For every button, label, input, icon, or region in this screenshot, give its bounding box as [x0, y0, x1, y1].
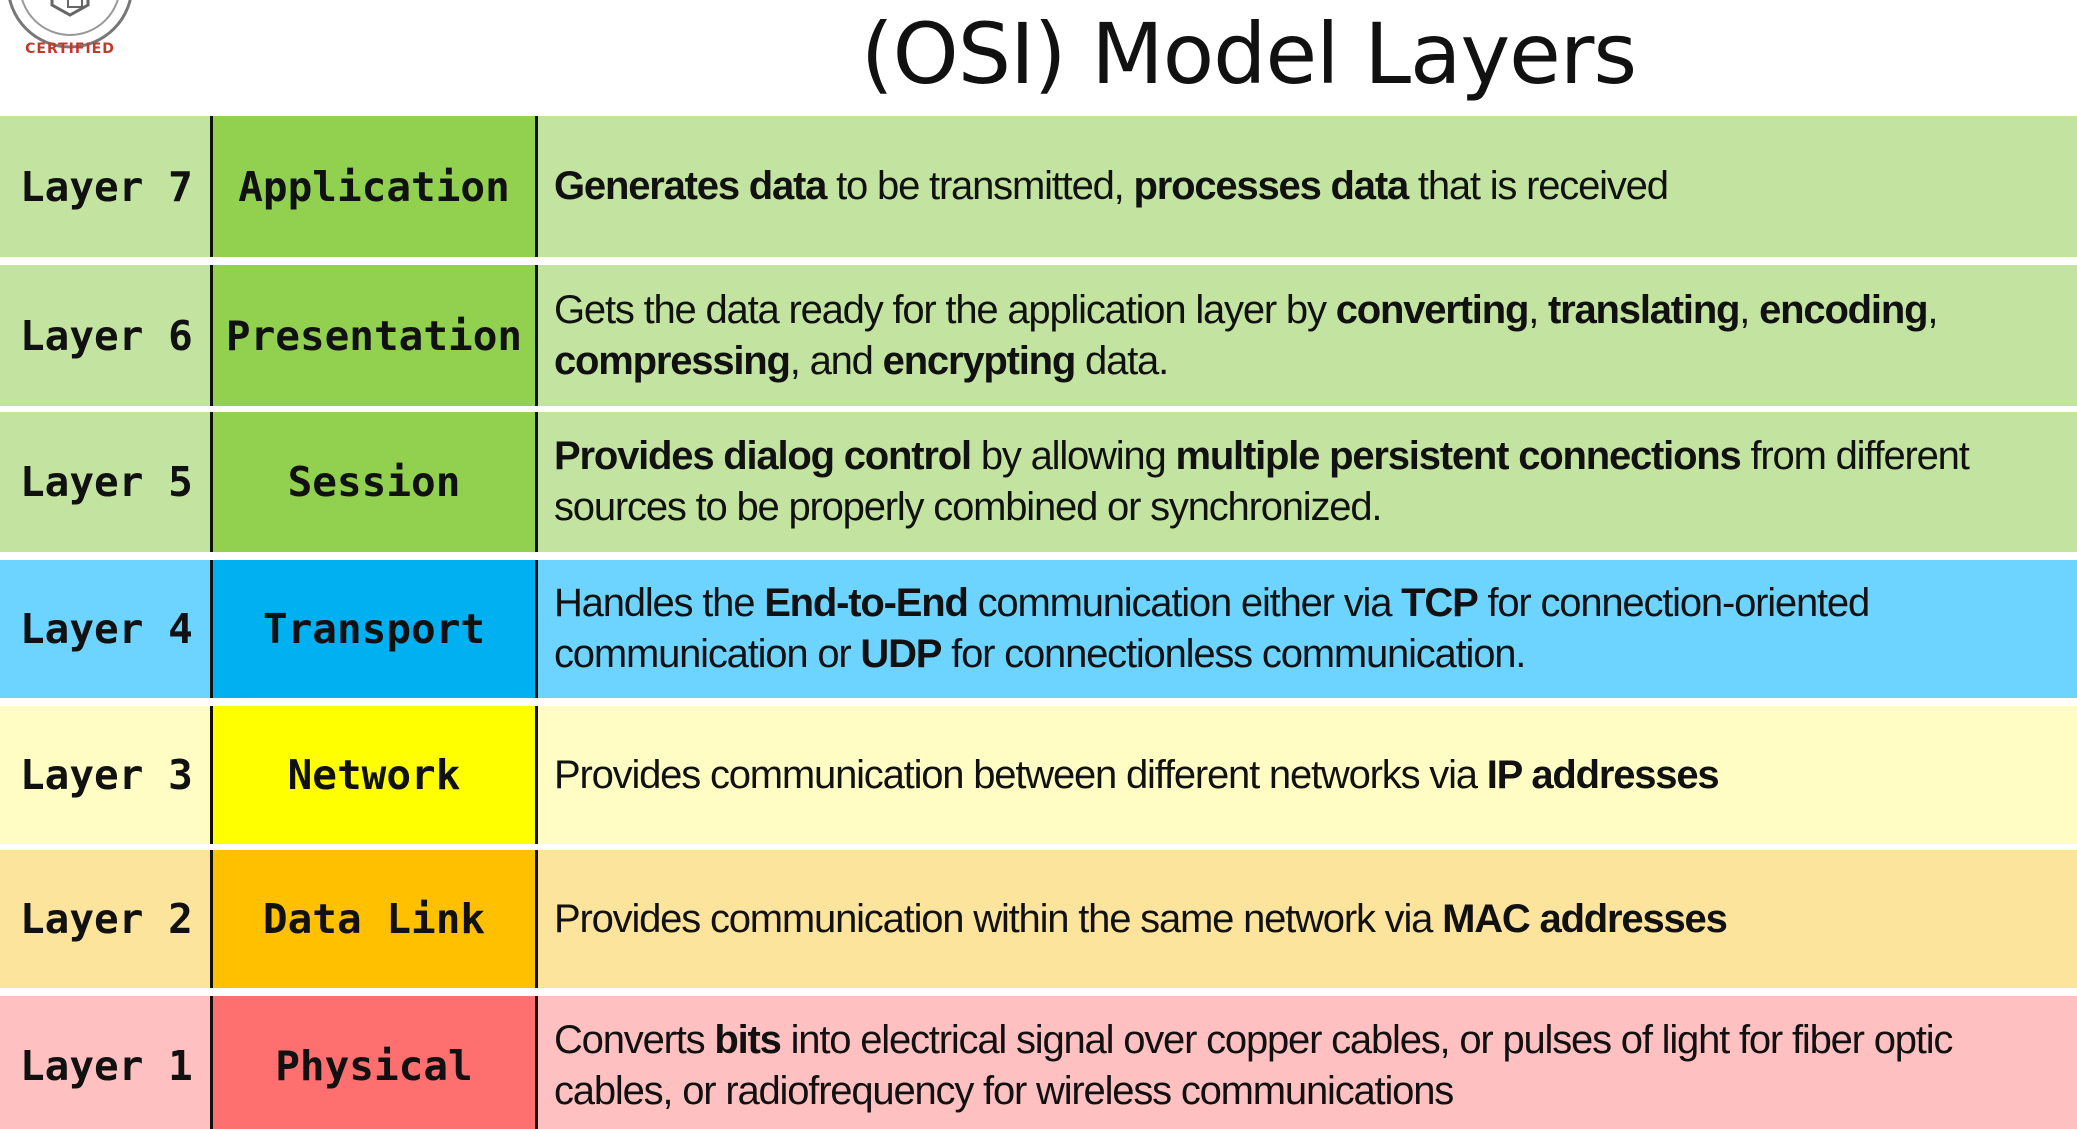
layer-description-text: Gets the data ready for the application …: [554, 285, 2067, 387]
layer-name: Presentation: [213, 265, 535, 406]
certified-seal-icon: CERTIFIED: [8, 0, 132, 57]
description-emphasis: TCP: [1401, 581, 1479, 625]
layer-number: Layer 1: [0, 996, 210, 1129]
description-emphasis: MAC addresses: [1442, 896, 1728, 941]
layer-name: Physical: [213, 996, 535, 1129]
column-divider: [535, 412, 538, 552]
page-title: (OSI) Model Layers: [860, 5, 1637, 103]
description-emphasis: translating: [1548, 287, 1740, 332]
layer-number: Layer 4: [0, 560, 210, 698]
layer-number: Layer 5: [0, 412, 210, 552]
description-text: , and: [789, 338, 883, 383]
description-text: ,: [1528, 287, 1549, 332]
description-text: Converts: [554, 1018, 715, 1062]
description-text: ,: [1739, 287, 1760, 332]
layer-description: Converts bits into electrical signal ove…: [538, 996, 2077, 1129]
description-emphasis: encoding: [1759, 287, 1928, 332]
layer-description: Provides communication within the same n…: [538, 850, 2077, 988]
column-divider: [535, 850, 538, 988]
column-divider: [210, 850, 213, 988]
layer-description-text: Handles the End-to-End communication eit…: [554, 578, 2067, 680]
layer-description-text: Provides communication within the same n…: [554, 894, 1728, 945]
layer-description-text: Provides communication between different…: [554, 750, 1720, 801]
description-text: Gets the data ready for the application …: [554, 287, 1336, 332]
column-divider: [535, 706, 538, 844]
description-emphasis: End-to-End: [764, 581, 969, 625]
layer-name: Network: [213, 706, 535, 844]
seal-text: CERTIFIED: [25, 41, 115, 57]
description-emphasis: Provides dialog control: [554, 434, 972, 478]
layer-name: Application: [213, 116, 535, 257]
layer-number: Layer 2: [0, 850, 210, 988]
layer-name: Session: [213, 412, 535, 552]
column-divider: [535, 116, 538, 257]
description-text: for connectionless communication.: [941, 632, 1526, 676]
layer-description: Gets the data ready for the application …: [538, 265, 2077, 406]
description-emphasis: UDP: [860, 632, 942, 676]
description-emphasis: processes data: [1133, 164, 1410, 208]
column-divider: [535, 996, 538, 1129]
description-text: data.: [1075, 338, 1169, 383]
layer-name: Transport: [213, 560, 535, 698]
description-text: Provides communication within the same n…: [554, 896, 1443, 941]
description-text: into electrical signal over copper cable…: [554, 1018, 1953, 1113]
description-text: Handles the: [554, 581, 765, 625]
layer-description-text: Converts bits into electrical signal ove…: [554, 1015, 2067, 1117]
description-emphasis: IP addresses: [1486, 752, 1720, 797]
column-divider: [210, 265, 213, 406]
layer-number: Layer 3: [0, 706, 210, 844]
layer-description-text: Provides dialog control by allowing mult…: [554, 431, 2067, 533]
description-text: by allowing: [970, 434, 1176, 478]
description-emphasis: converting: [1335, 287, 1530, 332]
description-emphasis: multiple persistent connections: [1175, 434, 1741, 478]
description-text: from different sources to be properly co…: [554, 434, 1970, 529]
layer-description-text: Generates data to be transmitted, proces…: [554, 161, 1669, 212]
description-text: to be transmitted,: [826, 164, 1134, 208]
layer-name: Data Link: [213, 850, 535, 988]
description-emphasis: bits: [714, 1018, 782, 1062]
column-divider: [535, 560, 538, 698]
description-text: for connection-oriented communication or: [554, 581, 1870, 676]
description-emphasis: encrypting: [882, 338, 1077, 383]
layer-number: Layer 7: [0, 116, 210, 257]
layer-description: Handles the End-to-End communication eit…: [538, 560, 2077, 698]
column-divider: [210, 116, 213, 257]
column-divider: [210, 412, 213, 552]
description-text: communication either via: [967, 581, 1402, 625]
layer-description: Provides dialog control by allowing mult…: [538, 412, 2077, 552]
column-divider: [535, 265, 538, 406]
column-divider: [210, 560, 213, 698]
column-divider: [210, 706, 213, 844]
description-text: that is received: [1408, 164, 1669, 208]
layer-number: Layer 6: [0, 265, 210, 406]
column-divider: [210, 996, 213, 1129]
description-text: ,: [1927, 287, 1938, 332]
description-text: Provides communication between different…: [554, 752, 1487, 797]
layer-description: Provides communication between different…: [538, 706, 2077, 844]
layer-description: Generates data to be transmitted, proces…: [538, 116, 2077, 257]
description-emphasis: Generates data: [554, 164, 827, 208]
description-emphasis: compressing: [554, 338, 791, 383]
